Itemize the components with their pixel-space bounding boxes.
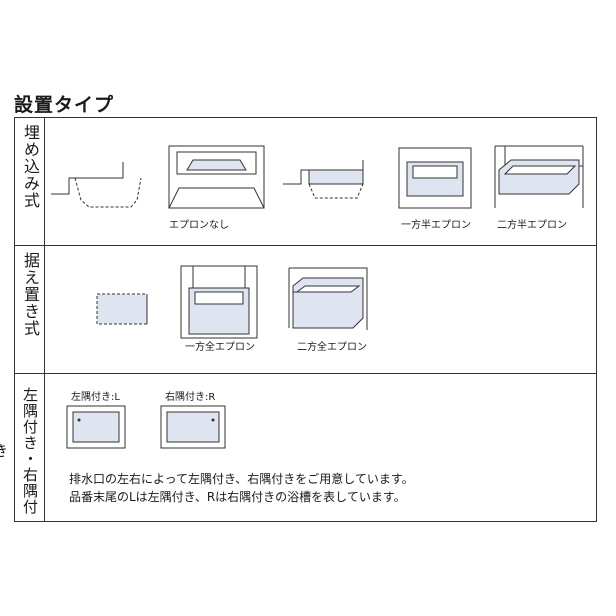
row-built-in: 埋め込み式 エプロンなし 一方半エプロン [15, 118, 596, 246]
built-in-one-side-half-apron-diagram [398, 147, 472, 209]
right-corner-label: 右隅付き:R [165, 392, 216, 403]
row-label-cell: 据え置き式 [15, 246, 45, 373]
built-in-no-apron-diagram [168, 145, 265, 209]
row-label-cell: 埋め込み式 [15, 118, 45, 245]
left-corner-label: 左隅付き:L [71, 392, 120, 403]
freestanding-tub-diagram [96, 293, 148, 325]
corner-note-1: 排水口の左右によって左隅付き、右隅付きをご用意しています。 [69, 472, 414, 486]
row-label-corner: 左隅付き・右隅付き [0, 386, 39, 515]
right-corner-tub-diagram [160, 405, 226, 449]
installation-type-table: 埋め込み式 エプロンなし 一方半エプロン [0, 117, 597, 522]
caption-one-side-half-apron: 一方半エプロン [401, 220, 471, 231]
caption-two-side-half-apron: 二方半エプロン [497, 220, 567, 231]
caption-two-side-full-apron: 二方全エプロン [297, 342, 367, 353]
row-freestanding: 据え置き式 一方全エプロン 二方全エプロン [15, 246, 596, 374]
row-label-cell: 左隅付き・右隅付き [0, 374, 45, 521]
section-title: 設置タイプ [14, 94, 115, 116]
built-in-step-diagram [283, 160, 364, 199]
left-corner-tub-diagram [66, 405, 126, 449]
row-label-built-in: 埋め込み式 [21, 124, 40, 209]
caption-one-side-full-apron: 一方全エプロン [185, 342, 255, 353]
caption-no-apron: エプロンなし [169, 220, 229, 231]
corner-note-2: 品番末尾のLは左隅付き、Rは右隅付きの浴槽を表しています。 [69, 490, 406, 504]
freestanding-one-side-full-apron-diagram [180, 265, 258, 339]
freestanding-two-side-full-apron-diagram [288, 267, 368, 330]
built-in-two-side-half-apron-diagram [494, 145, 584, 208]
built-in-sunken-diagram [51, 162, 142, 208]
row-label-freestanding: 据え置き式 [21, 252, 40, 337]
row-corner: 左隅付き・右隅付き 左隅付き:L 右隅付き:R 排水口の左右によって左隅付き、右… [0, 374, 596, 521]
